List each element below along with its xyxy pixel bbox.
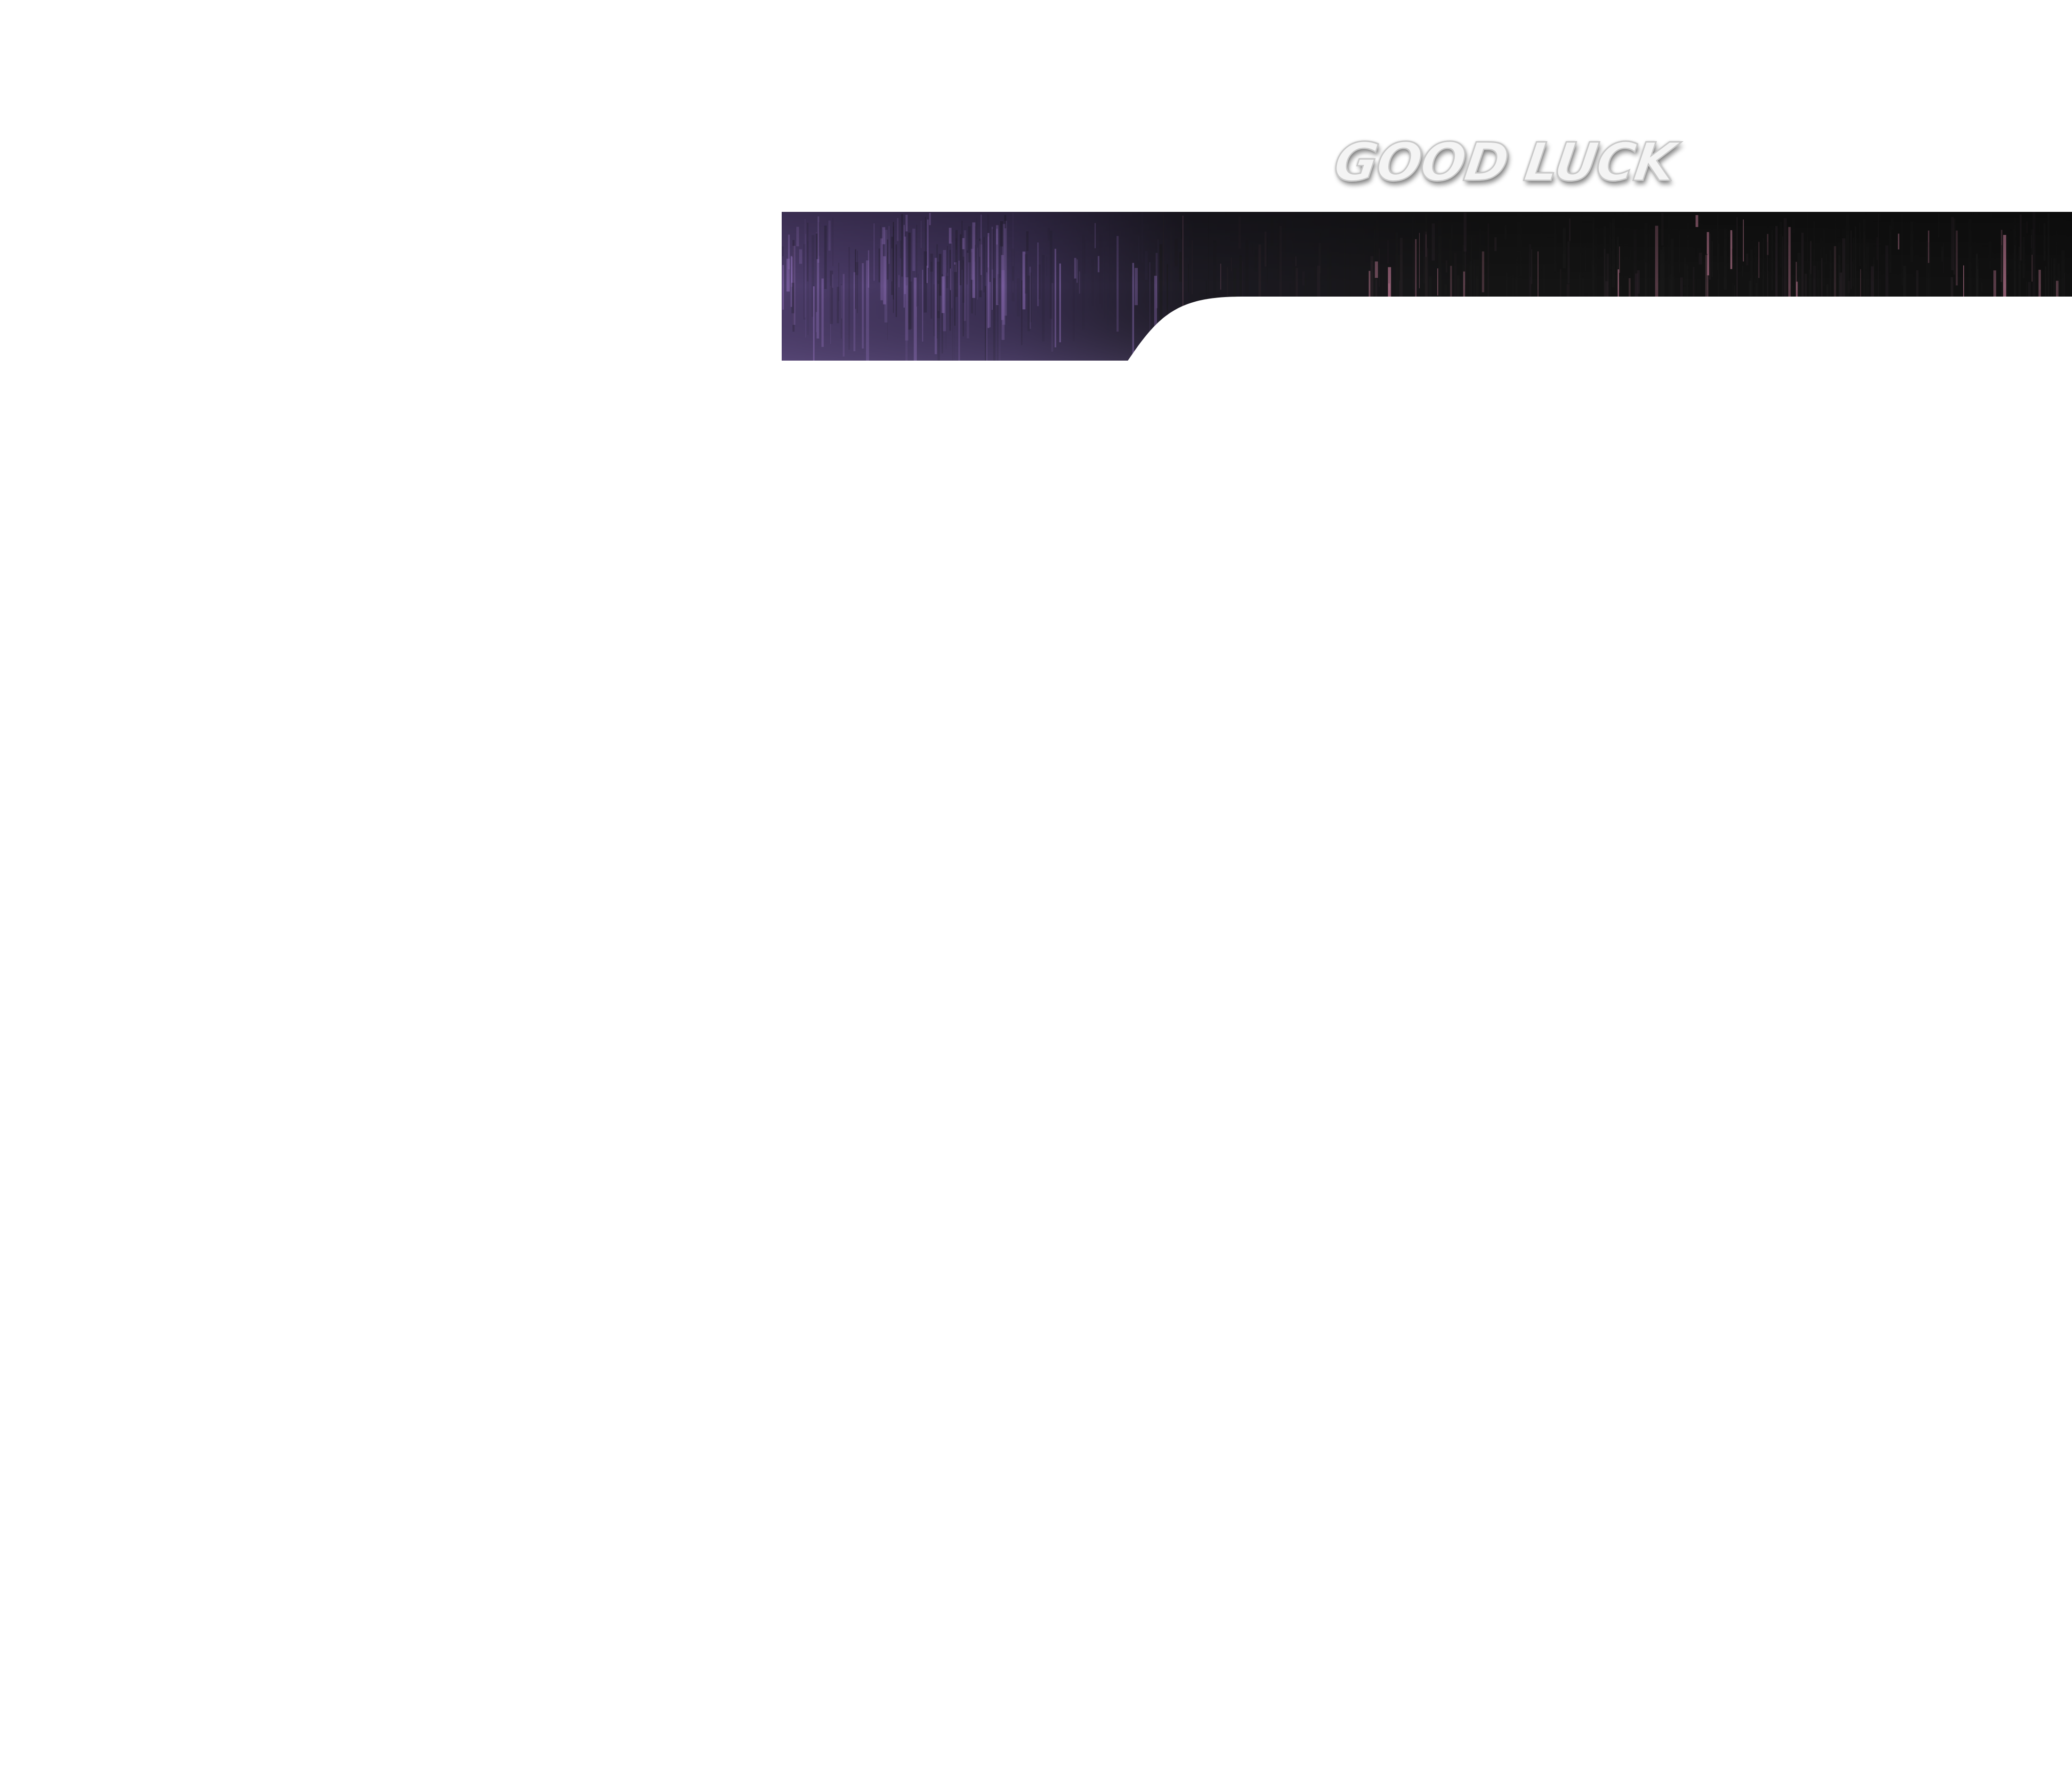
night-city-banner-icon: [782, 212, 2072, 361]
banner: [782, 212, 2072, 361]
page-title: GOOD LUCK: [1330, 131, 1680, 194]
